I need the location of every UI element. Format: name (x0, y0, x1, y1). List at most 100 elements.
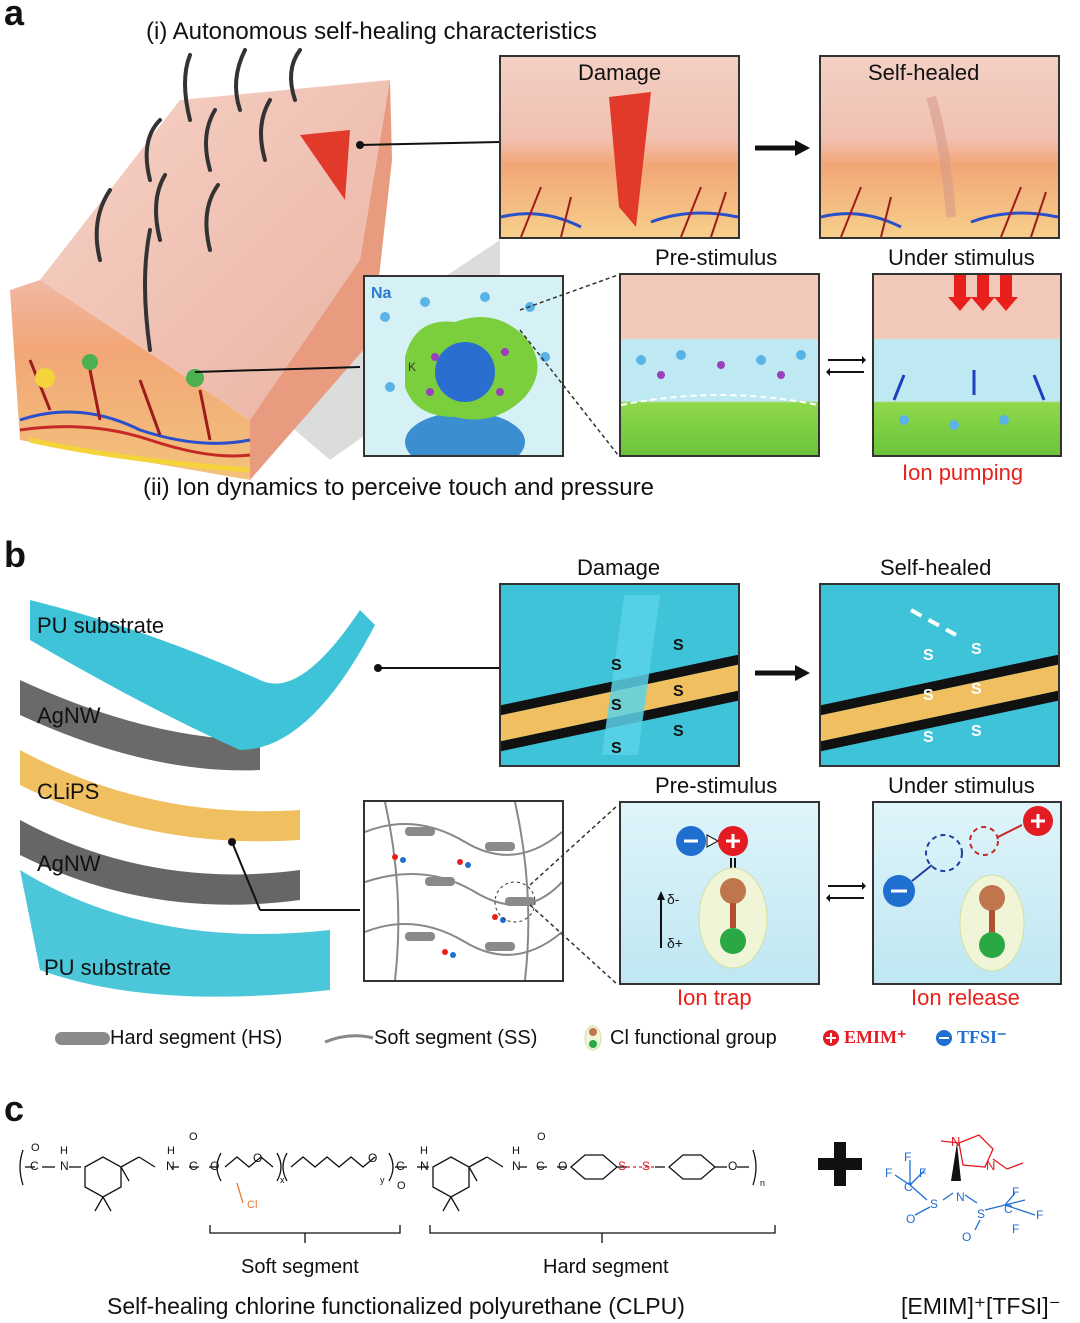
atom-n-3: N (420, 1159, 429, 1173)
tfsi-s-2: S (977, 1207, 986, 1221)
s-bond-6: S (673, 723, 684, 740)
panel-a-self-healed-box (819, 55, 1060, 239)
panel-b-top-arrow (755, 665, 810, 681)
ion-trap-label: Ion trap (677, 985, 752, 1010)
subscript-n: n (760, 1178, 766, 1188)
emim-tfsi-structure (894, 1134, 1036, 1231)
panel-a-damage-label: Damage (578, 60, 662, 85)
s-bond-5: S (611, 740, 622, 757)
panel-b-pre-stimulus-label: Pre-stimulus (655, 773, 778, 798)
atom-o-3: O (210, 1159, 220, 1173)
s-s-bond-3-right: S (971, 723, 982, 740)
subscript-x: x (280, 1175, 285, 1185)
panel-b-self-healed-label: Self-healed (880, 555, 992, 580)
s-s-bond-2-left: S (923, 687, 934, 704)
atom-c-2: C (189, 1159, 198, 1173)
atom-h-1: H (60, 1145, 68, 1157)
tfsi-f-6: F (1012, 1222, 1020, 1236)
soft-segment-swatch (324, 1034, 374, 1044)
tfsi-s-1: S (930, 1197, 939, 1211)
na-ion-label: Na (371, 285, 392, 302)
atom-s-2: S (642, 1159, 651, 1173)
il-caption: [EMIM]⁺[TFSI]⁻ (901, 1293, 1061, 1319)
panel-b-under-stimulus-label: Under stimulus (888, 773, 1035, 798)
hard-segment-swatch (55, 1032, 110, 1045)
plus-sign-vertical (834, 1142, 846, 1186)
atom-o-9: O (728, 1159, 738, 1173)
panel-b-equilibrium-arrows (826, 882, 866, 902)
pu-substrate-top-label: PU substrate (37, 613, 165, 638)
panel-a-equilibrium-arrows (826, 356, 866, 376)
ion-release-box (872, 801, 1062, 985)
panel-b-zoom-lines (529, 804, 619, 986)
panel-b-letter: b (4, 534, 26, 575)
tfsi-o-1: O (906, 1212, 916, 1226)
tfsi-f-1: F (904, 1150, 912, 1164)
atom-c-3: C (396, 1159, 405, 1173)
atom-h-4: H (512, 1145, 520, 1157)
panel-a-pre-stimulus-label: Pre-stimulus (655, 245, 778, 270)
panel-a-top-arrow (755, 140, 810, 156)
panel-a-damage-box (499, 55, 740, 239)
panel-a-zoom-lines (519, 274, 619, 456)
atom-n-4: N (512, 1159, 521, 1173)
atom-c-4: C (536, 1159, 545, 1173)
clips-label: CLiPS (37, 779, 100, 804)
panel-a-self-healed-label: Self-healed (868, 60, 980, 85)
atom-n-1: N (60, 1159, 69, 1173)
panel-a-letter: a (4, 0, 25, 33)
panel-a-pre-stimulus-box (619, 273, 820, 457)
atom-o-6: O (397, 1180, 406, 1192)
agnw-top-label: AgNW (37, 703, 101, 728)
tfsi-swatch (936, 1030, 952, 1046)
ion-trap-box: δ- δ+ (619, 801, 820, 985)
emim-n: N (986, 1158, 996, 1173)
panel-b-damage-label: Damage (577, 555, 661, 580)
panel-a-under-stimulus-label: Under stimulus (888, 245, 1035, 270)
tfsi-f-3: F (919, 1166, 927, 1180)
atom-o-8: O (558, 1159, 568, 1173)
atom-s-1: S (618, 1159, 627, 1173)
atom-h-2: H (167, 1145, 175, 1157)
panel-a-title-i: (i) Autonomous self-healing characterist… (146, 18, 597, 45)
polymer-network-box (363, 800, 564, 982)
emim-swatch (823, 1030, 839, 1046)
s-bond-4: S (673, 683, 684, 700)
panel-b-damage-box: S S S S S S (499, 583, 740, 767)
atom-o-5: O (368, 1151, 378, 1165)
layered-sensor-illustration (20, 600, 500, 997)
ion-pumping-label: Ion pumping (902, 460, 1024, 485)
atom-cl: Cl (247, 1199, 258, 1211)
cl-group-swatch (584, 1025, 602, 1051)
panel-b-self-healed-box: S S S S S S (819, 583, 1060, 767)
s-s-bond-2-right: S (971, 681, 982, 698)
atom-o-1: O (31, 1142, 40, 1154)
delta-minus-label: δ- (667, 891, 680, 907)
delta-plus-label: δ+ (667, 935, 683, 951)
panel-a-under-stimulus-box (872, 273, 1062, 457)
legend-cl-group: Cl functional group (610, 1027, 777, 1049)
soft-segment-label: Soft segment (241, 1256, 359, 1278)
agnw-bottom-label: AgNW (37, 851, 101, 876)
atom-h-3: H (420, 1145, 428, 1157)
tfsi-c-2: C (1004, 1202, 1013, 1216)
s-bond-2: S (673, 637, 684, 654)
subscript-y: y (380, 1175, 385, 1185)
panel-a-title-ii: (ii) Ion dynamics to perceive touch and … (143, 474, 654, 501)
pu-substrate-bottom-label: PU substrate (44, 955, 172, 980)
ion-release-label: Ion release (911, 985, 1020, 1010)
tfsi-f-4: F (1012, 1185, 1020, 1199)
k-ion-label: K (408, 360, 417, 374)
s-s-bond-3-left: S (923, 729, 934, 746)
tfsi-f-5: F (1036, 1208, 1044, 1222)
legend-tfsi: TFSI⁻ (957, 1027, 1007, 1047)
s-bond-3: S (611, 697, 622, 714)
clpu-structure (19, 1149, 776, 1243)
tfsi-f-2: F (885, 1166, 893, 1180)
atom-c-1: C (30, 1159, 39, 1173)
s-bond-1: S (611, 657, 622, 674)
panel-a-cell-box (363, 275, 564, 457)
s-s-bond-1-left: S (923, 647, 934, 664)
legend-hard-segment: Hard segment (HS) (110, 1027, 283, 1049)
atom-o-4: O (253, 1151, 263, 1165)
